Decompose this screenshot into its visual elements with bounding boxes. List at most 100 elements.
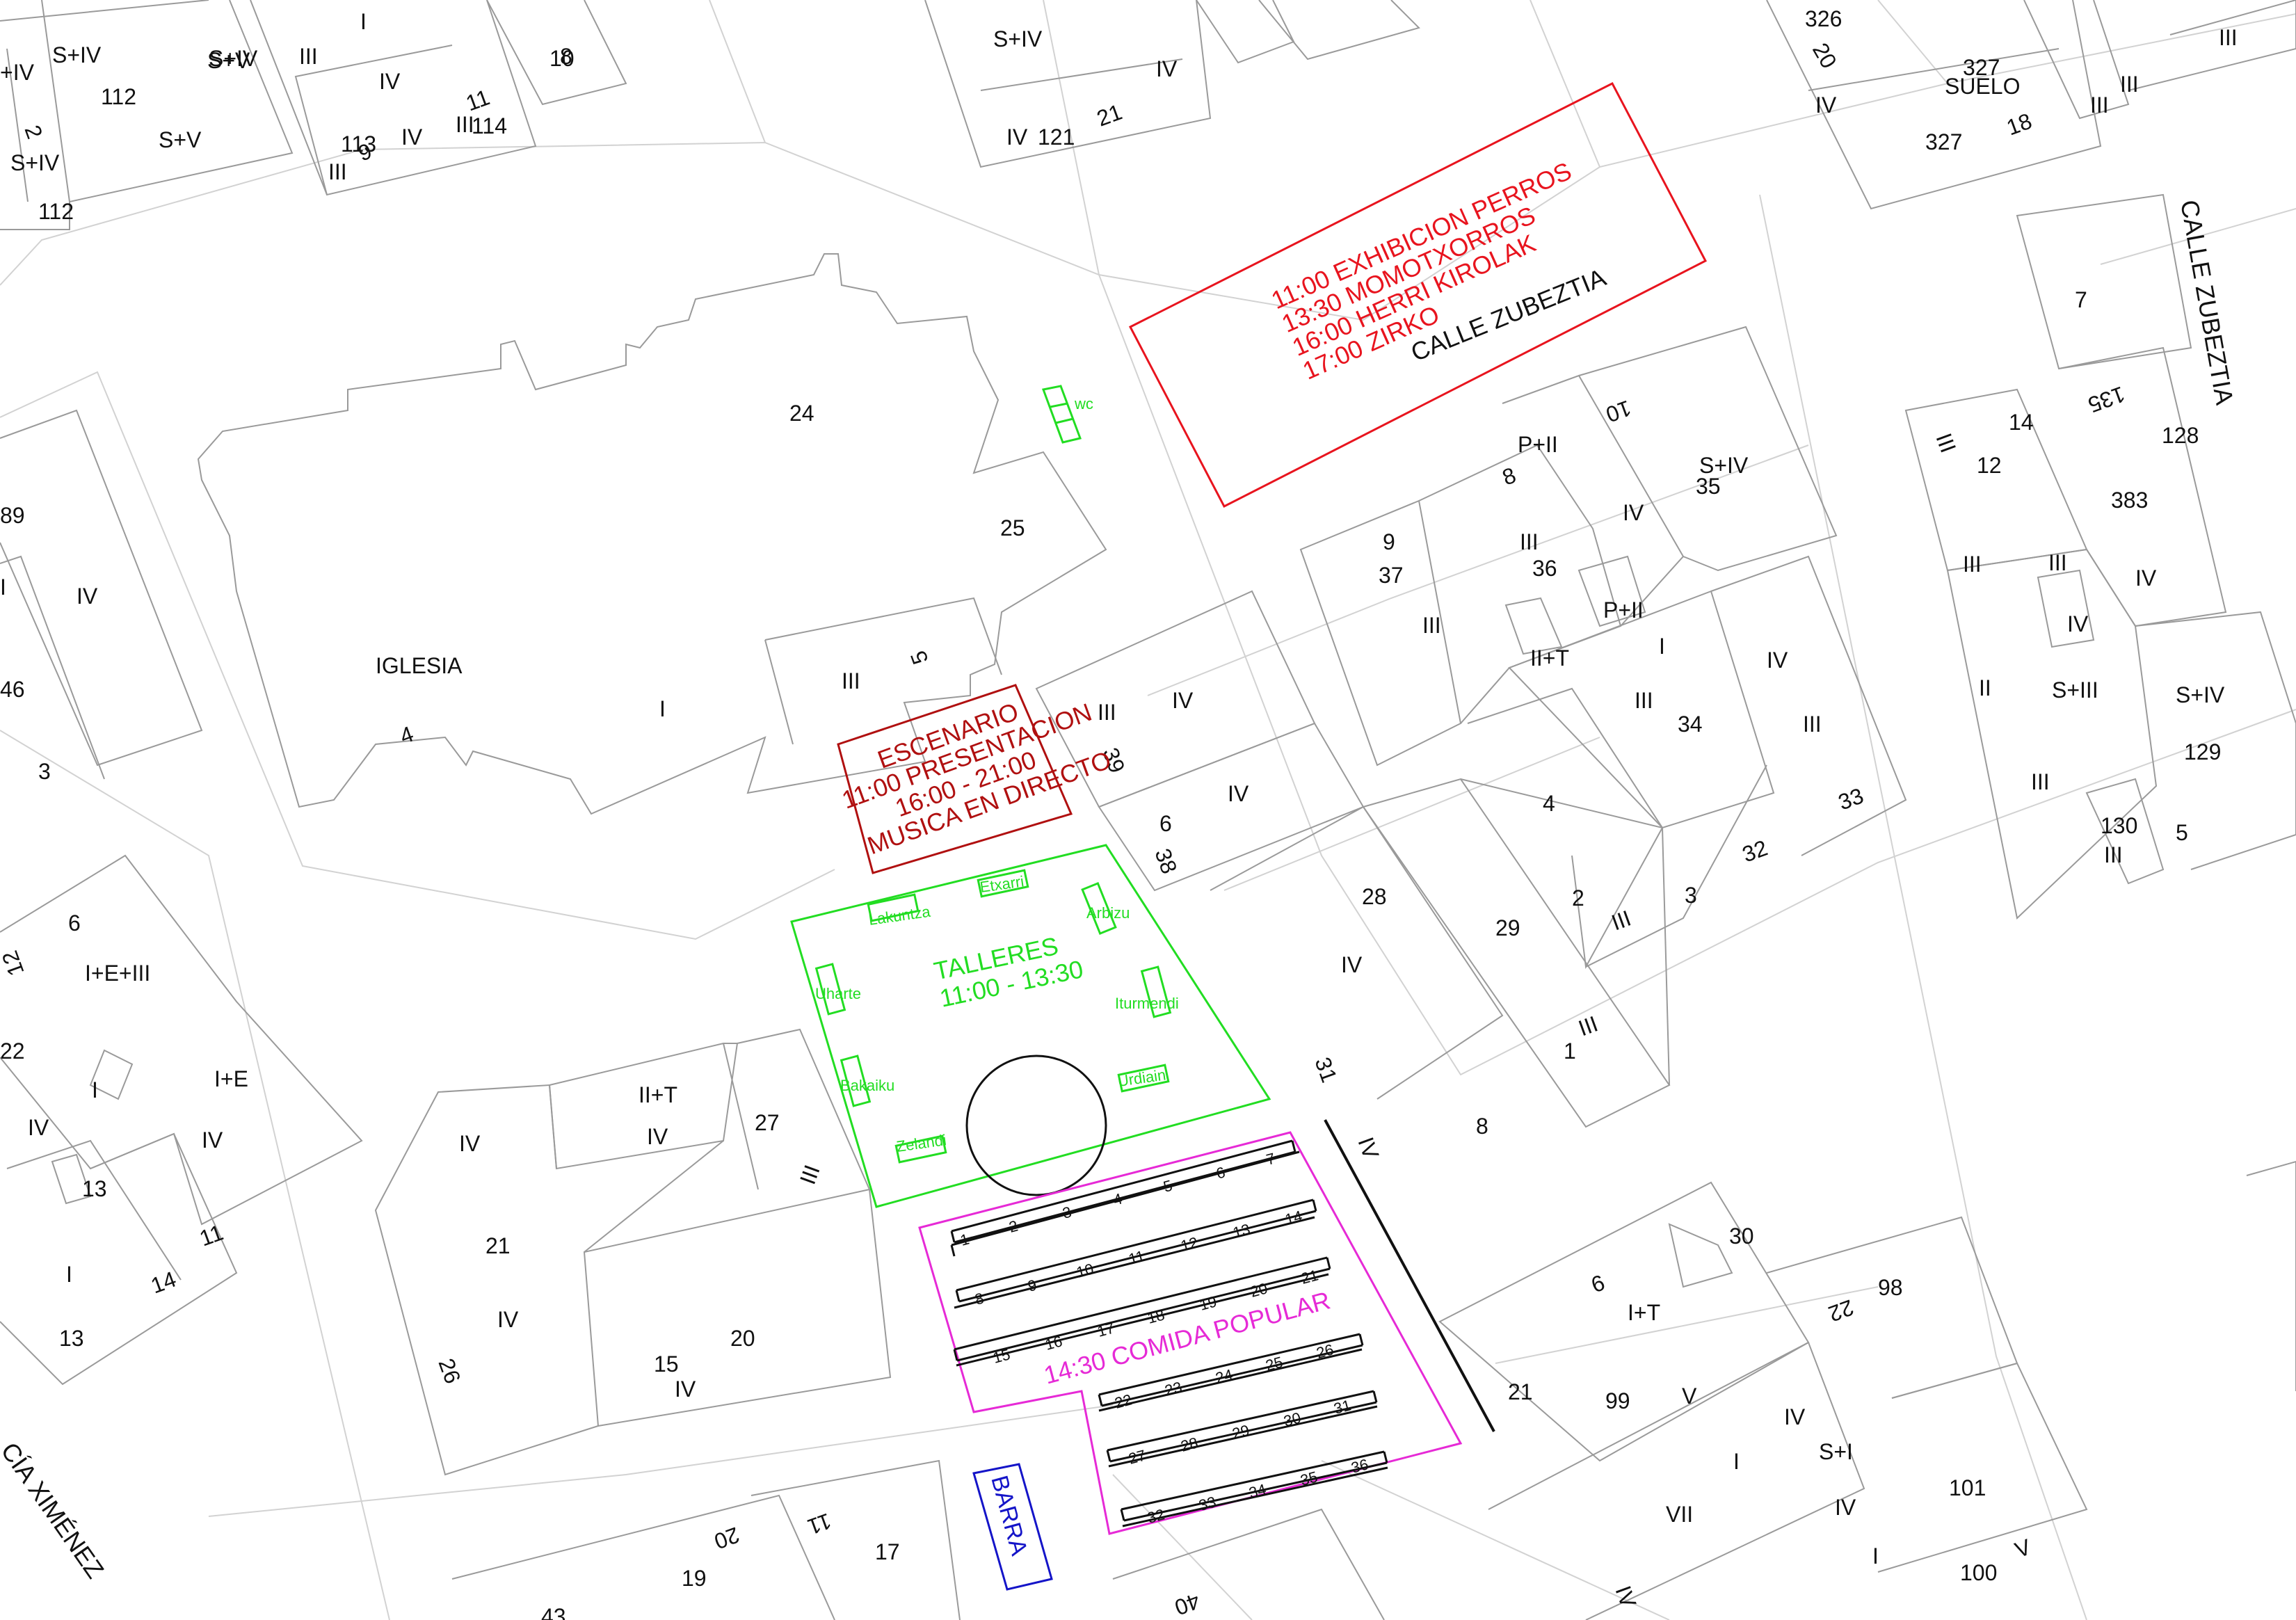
table-number: 35	[1299, 1468, 1319, 1489]
map-label: III	[795, 1162, 825, 1187]
table-number: 30	[1282, 1409, 1303, 1429]
map-label: 20	[730, 1326, 755, 1351]
map-label: 38	[1150, 845, 1182, 877]
workshop-stand: Bakaiku	[840, 1054, 894, 1107]
stand-label: Bakaiku	[840, 1077, 894, 1094]
workshops-zone: TALLERES 11:00 - 13:30 Lakuntza Etxarri …	[790, 844, 1271, 1208]
map-label: 121	[1038, 125, 1075, 150]
map-label: 22	[1825, 1294, 1857, 1326]
map-label: III	[2104, 842, 2123, 867]
map-label: 129	[2184, 739, 2221, 764]
map-label: III	[1098, 700, 1116, 725]
map-label: I	[66, 1262, 72, 1287]
map-label: 4	[396, 721, 417, 749]
map-label: 21	[1093, 99, 1125, 131]
map-label: 7	[2075, 287, 2087, 312]
map-label: S+IV	[1699, 453, 1749, 478]
table-number: 10	[1075, 1260, 1095, 1281]
map-label: S+IV	[209, 46, 258, 71]
map-label: 121	[1038, 0, 1075, 5]
events-zone-outline	[1128, 81, 1708, 508]
map-label: III	[1635, 688, 1653, 713]
wc-icon	[1041, 385, 1082, 444]
map-label: IV	[401, 125, 423, 150]
map-label: I+T	[1628, 1300, 1660, 1325]
map-label: S+III	[2052, 677, 2098, 703]
map-label: IV	[1228, 781, 1249, 806]
map-label: IV	[28, 1115, 49, 1140]
map-label: 30	[1729, 1224, 1754, 1249]
map-label: 20	[1808, 39, 1842, 73]
map-label: 113	[341, 131, 376, 157]
map-label: IV	[1784, 1404, 1806, 1429]
map-label: 327	[1963, 55, 2000, 80]
map-label: 89	[0, 503, 25, 528]
map-label: III	[2120, 72, 2139, 97]
map-label: 25	[1000, 515, 1025, 540]
workshop-stand: Arbizu	[1081, 882, 1130, 935]
map-label: III	[842, 668, 860, 693]
table-number: 28	[1179, 1434, 1200, 1454]
map-label: 326	[1805, 6, 1842, 31]
map-label: IV	[202, 1128, 223, 1153]
map-label: IV	[497, 1307, 519, 1332]
map-label: III	[2031, 769, 2050, 794]
map-label: I	[1733, 1449, 1740, 1474]
stage-zone: ESCENARIO 11:00 PRESENTACION 16:00 - 21:…	[837, 684, 1115, 874]
workshop-stand: Zelandi	[894, 1131, 947, 1164]
stand-label: Uharte	[815, 985, 861, 1002]
map-label: IV	[1156, 56, 1178, 81]
stand-label: Urdiain	[1116, 1066, 1167, 1089]
workshop-stand: Iturmendi	[1115, 965, 1179, 1018]
map-label: IV	[675, 1377, 696, 1402]
map-label: I	[92, 1077, 98, 1102]
table-number: 36	[1349, 1455, 1370, 1476]
map-label: IV	[2067, 611, 2089, 636]
map-label: S+V	[207, 48, 250, 73]
map-label: 112	[38, 199, 74, 224]
map-label: 8	[1499, 463, 1519, 490]
map-label: 19	[682, 1566, 707, 1591]
stand-label: Zelandi	[895, 1131, 947, 1155]
barrier-line	[1324, 1119, 1495, 1432]
map-label: 1	[1564, 1038, 1576, 1064]
table-number: 11	[1127, 1247, 1147, 1268]
workshop-stand: Uharte	[814, 963, 861, 1016]
map-label: 21	[485, 1233, 511, 1258]
map-label: III	[456, 112, 474, 137]
map-label: 3	[38, 759, 51, 784]
map-label: III	[299, 44, 318, 69]
map-label: 29	[1495, 915, 1520, 940]
table-number: 6	[1214, 1164, 1227, 1182]
map-label: P+II	[1518, 432, 1558, 457]
map-label: III	[328, 159, 347, 184]
stand-label: Etxarri	[979, 872, 1025, 896]
table-number: 25	[1264, 1353, 1285, 1374]
map-label: 100	[1960, 1560, 1997, 1585]
map-label: IV	[2135, 566, 2157, 591]
map-label: IV	[1006, 125, 1028, 150]
map-label: 20	[711, 1522, 743, 1554]
map-label: 4	[1543, 791, 1555, 816]
map-label: S+I	[1819, 1439, 1853, 1464]
map-label: IV	[1835, 1495, 1856, 1520]
stand-label: Arbizu	[1086, 904, 1130, 922]
map-label: I	[1872, 1543, 1879, 1569]
map-label: I	[659, 696, 666, 721]
map-label: 37	[1379, 563, 1404, 588]
map-label: IV	[1623, 500, 1644, 525]
map-label: IV	[1767, 648, 1788, 673]
map-label: II	[1979, 675, 1991, 700]
map-label: 10	[549, 46, 575, 71]
map-label: 31	[1310, 1054, 1342, 1086]
map-label: S+V	[159, 127, 202, 152]
table-number: 27	[1127, 1446, 1148, 1467]
map-label: 114	[472, 113, 507, 138]
map-label: 46	[0, 677, 25, 702]
map-label: 6	[68, 911, 81, 936]
wc-label: wc	[1074, 395, 1093, 412]
map-label: 14	[2009, 410, 2034, 435]
map-label: 13	[59, 1326, 84, 1351]
